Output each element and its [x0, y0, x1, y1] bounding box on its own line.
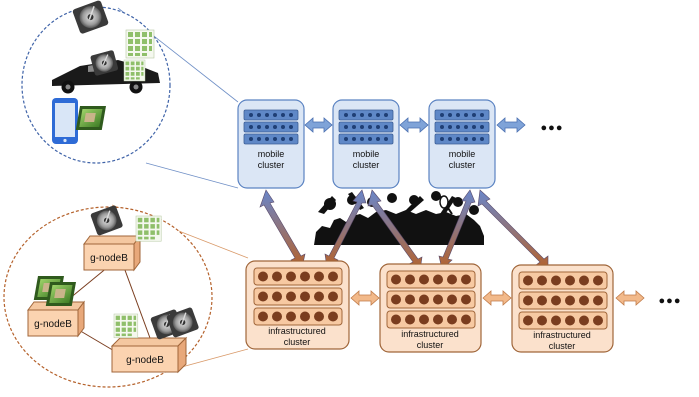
- infra-cluster: infrastructured cluster: [511, 264, 614, 353]
- gnodeb-zoom: g-nodeB g-nodeB g-nodeB: [3, 204, 213, 388]
- gnodeb-node: g-nodeB: [110, 336, 188, 374]
- mobile-cluster-label-line2: cluster: [449, 160, 476, 170]
- mobile-cluster-label-line1: mobile: [258, 149, 285, 159]
- infra-cluster-label-line1: infrastructured: [401, 329, 459, 339]
- processor-chip-icon: [75, 106, 106, 130]
- memory-grid-icon: [123, 59, 146, 82]
- gnodeb-label: g-nodeB: [90, 253, 128, 264]
- mobile-cluster-label-line1: mobile: [353, 149, 380, 159]
- mobile-link-arrows: [304, 117, 526, 133]
- memory-grid-icon: [125, 29, 155, 59]
- mobile-cluster-label-line1: mobile: [449, 149, 476, 159]
- infra-cluster: infrastructured cluster: [245, 260, 350, 350]
- mobile-devices-zoom: [21, 0, 171, 164]
- processor-chip-icon: [45, 282, 76, 306]
- infra-cluster: infrastructured cluster: [379, 263, 482, 353]
- gnodeb-label: g-nodeB: [126, 355, 164, 366]
- memory-grid-icon: [113, 313, 139, 339]
- continuation-ellipsis-mobile: ●●●: [541, 122, 564, 134]
- infra-cluster-label-line1: infrastructured: [533, 330, 591, 340]
- smartphone-icon: [52, 98, 78, 144]
- infra-cluster-label-line2: cluster: [284, 337, 311, 347]
- infra-cluster-label-line2: cluster: [417, 340, 444, 350]
- mobile-cluster-label-line2: cluster: [258, 160, 285, 170]
- mobile-cluster: mobile cluster: [237, 99, 305, 189]
- gnodeb-label: g-nodeB: [34, 319, 72, 330]
- mobile-cluster-label-line2: cluster: [353, 160, 380, 170]
- tier-link-arrows: [259, 189, 549, 272]
- gnodeb-node: g-nodeB: [83, 234, 141, 272]
- infra-cluster-label-line2: cluster: [549, 341, 576, 351]
- mobile-cluster: mobile cluster: [332, 99, 400, 189]
- mobile-cluster: mobile cluster: [428, 99, 496, 189]
- infra-link-arrows: [350, 290, 645, 306]
- orchestra-silhouette-icon: [314, 191, 484, 245]
- infra-cluster-label-line1: infrastructured: [268, 326, 326, 336]
- gnodeb-node: g-nodeB: [27, 300, 85, 338]
- memory-grid-icon: [135, 215, 162, 242]
- continuation-ellipsis-infra: ●●●: [659, 295, 682, 307]
